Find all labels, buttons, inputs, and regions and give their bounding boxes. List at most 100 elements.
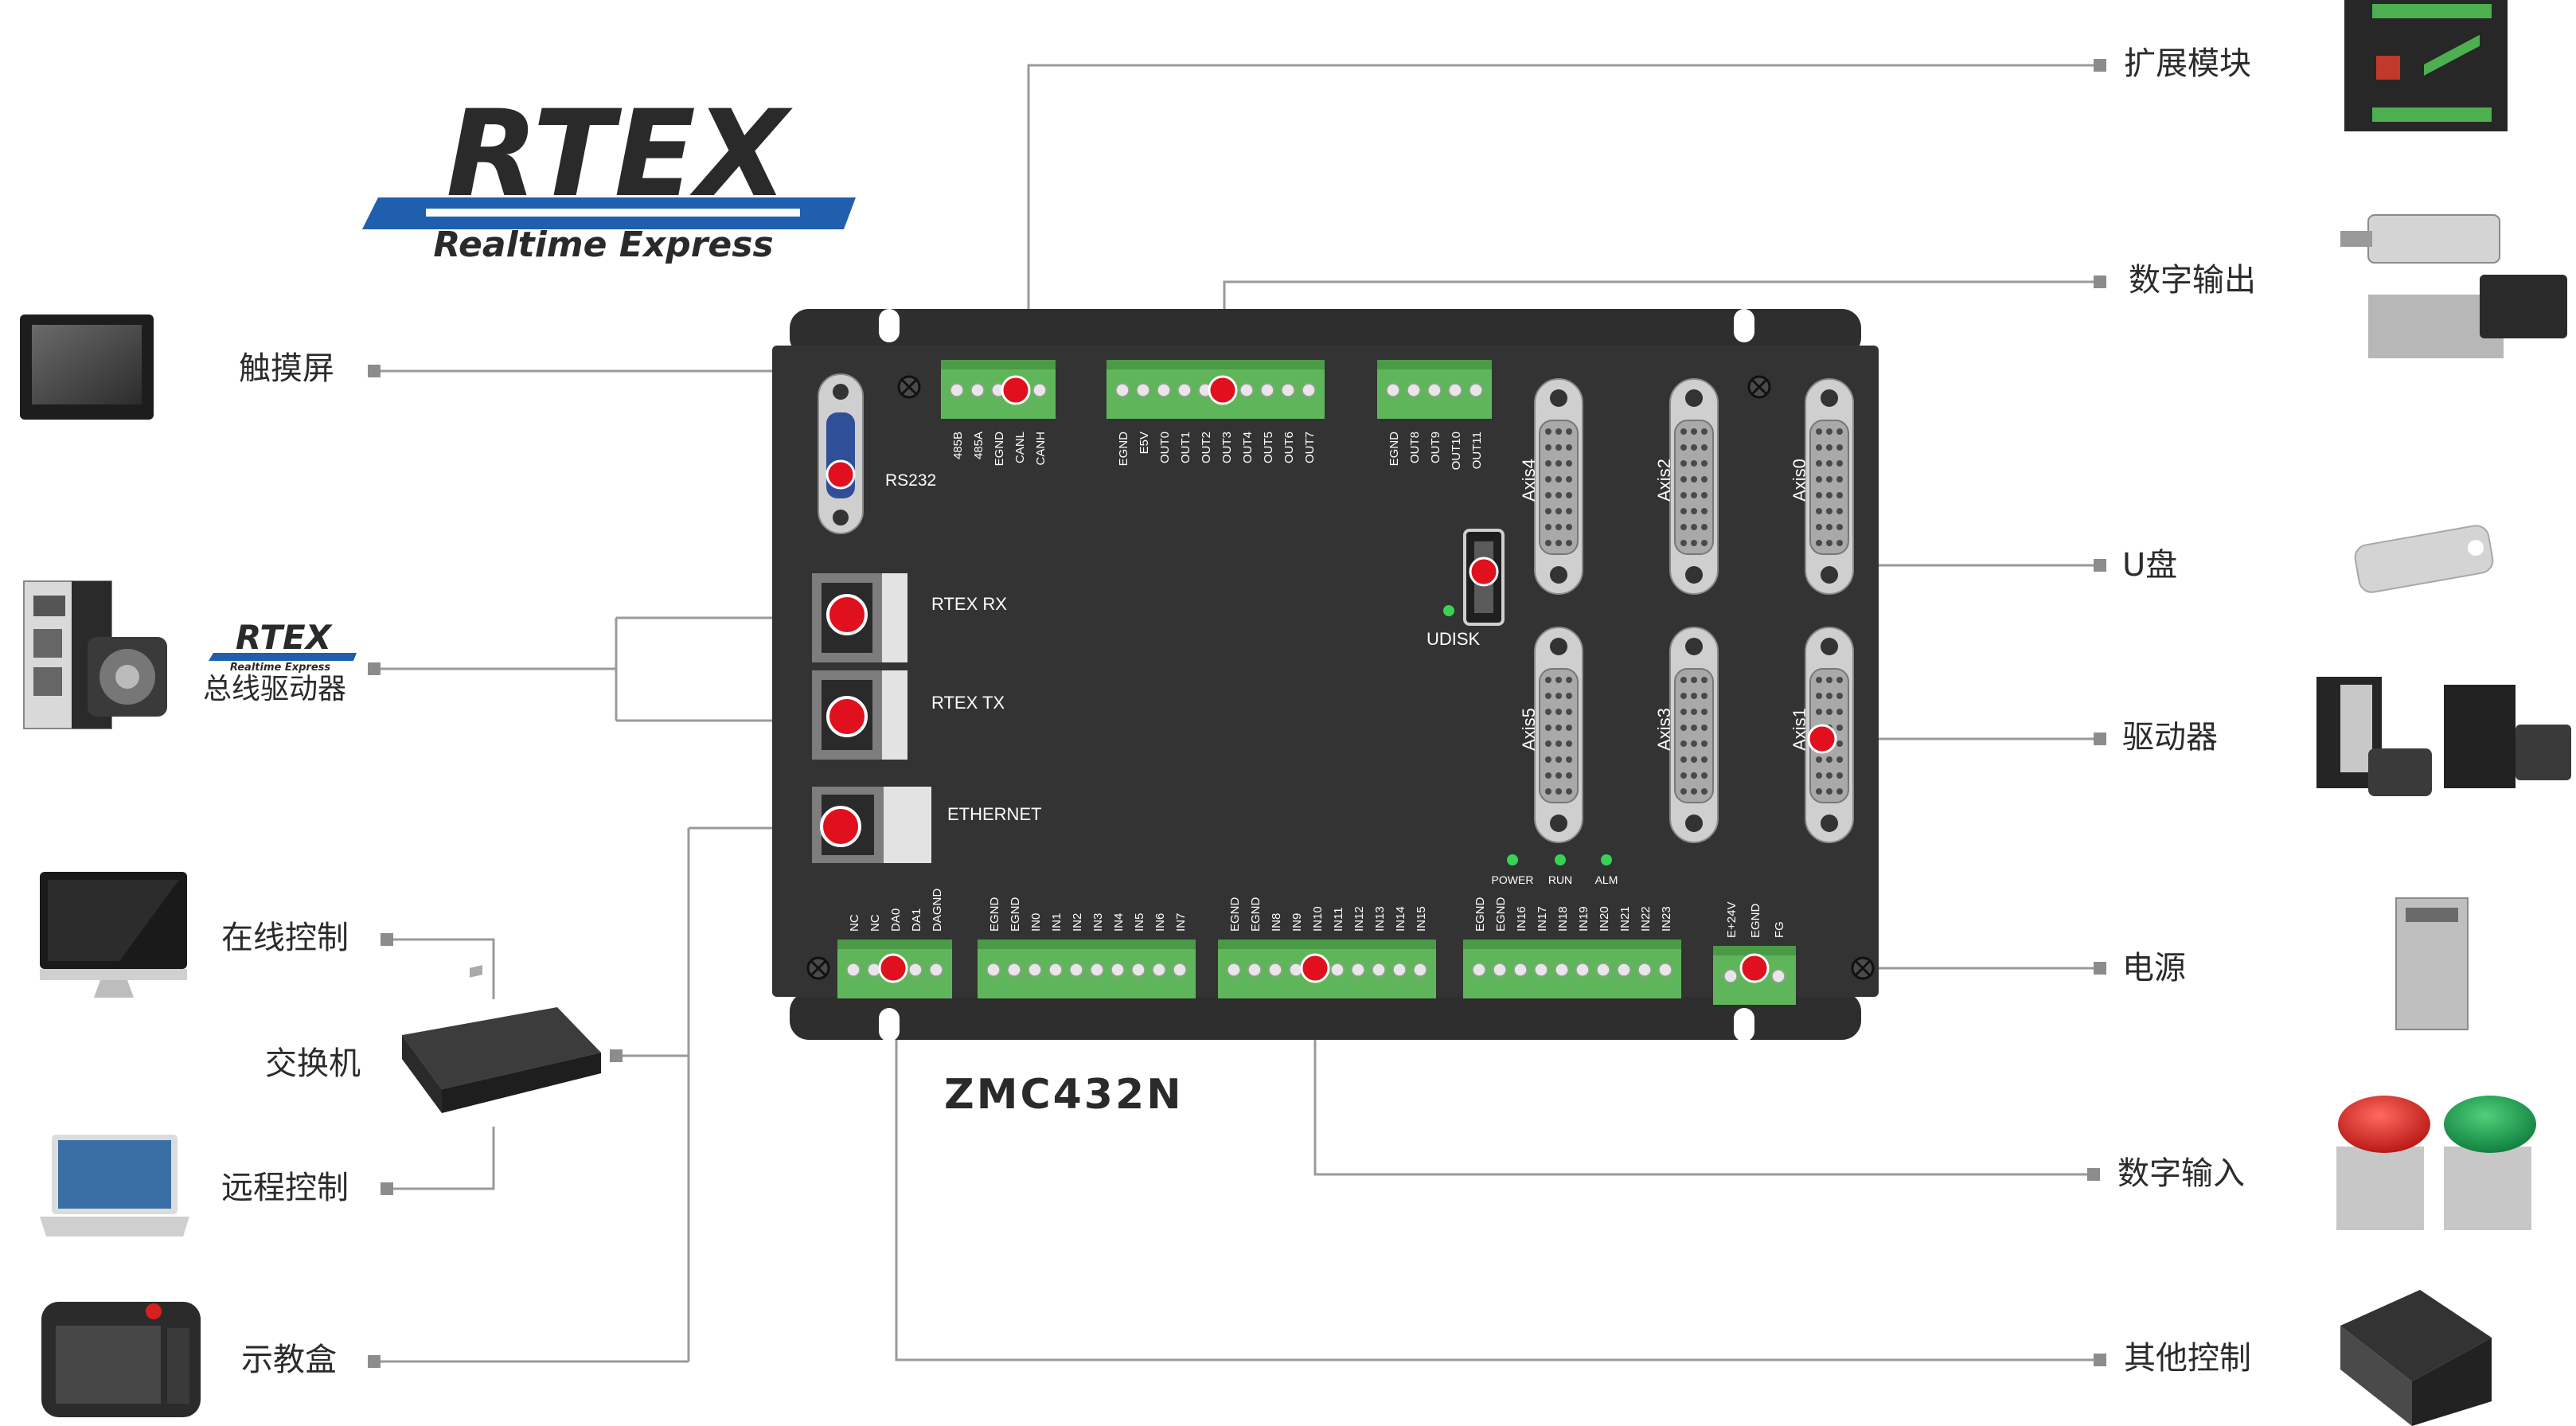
terminal-label: IN0	[1029, 913, 1043, 932]
terminal-label: IN20	[1598, 906, 1611, 932]
terminal-screw[interactable]	[908, 963, 923, 977]
touch-screen-label: 触摸屏	[239, 350, 334, 387]
terminal-screw[interactable]	[1260, 383, 1274, 397]
terminal-label: DAGND	[931, 889, 944, 932]
axis-connector-1[interactable]	[1534, 378, 1583, 595]
terminal-screw[interactable]	[1427, 383, 1442, 397]
terminal-screw[interactable]	[1534, 963, 1548, 977]
bottom-mounting-flange	[790, 992, 1861, 1040]
top-mounting-flange	[790, 309, 1861, 357]
terminal-screw[interactable]	[1637, 963, 1652, 977]
rtex-rx-port[interactable]	[812, 573, 907, 662]
axis-connector-2[interactable]	[1669, 378, 1719, 595]
terminal-label: CANH	[1034, 432, 1048, 466]
axis-connector-4[interactable]	[1534, 627, 1583, 843]
ethernet-label: ETHERNET	[947, 804, 1042, 824]
terminal-screw[interactable]	[1596, 963, 1610, 977]
terminal-screw[interactable]	[970, 383, 985, 397]
line-expansion	[1027, 64, 2102, 387]
terminal-screw[interactable]	[1131, 963, 1146, 977]
terminal-screw[interactable]	[1032, 383, 1047, 397]
terminal-label: IN13	[1373, 906, 1387, 932]
axis-label: Axis5	[1519, 708, 1539, 751]
udisk-led	[1443, 605, 1454, 616]
terminal-screw[interactable]	[1227, 963, 1241, 977]
terminal-screw[interactable]	[1281, 383, 1295, 397]
terminal-screw[interactable]	[1771, 969, 1786, 983]
terminal-screw[interactable]	[986, 963, 1001, 977]
terminal-label: EGND	[1473, 897, 1487, 932]
terminal-label: IN21	[1618, 906, 1632, 932]
terminal-label: OUT1	[1179, 432, 1192, 463]
terminal-label: EGND	[1388, 432, 1401, 467]
terminal-label: EGND	[1117, 432, 1130, 467]
terminal-label: OUT5	[1262, 432, 1275, 463]
terminal-screw[interactable]	[950, 383, 964, 397]
terminal-screw[interactable]	[1289, 963, 1303, 977]
terminal-screw[interactable]	[1575, 963, 1590, 977]
axis-label: Axis4	[1519, 459, 1539, 502]
terminal-screw[interactable]	[1330, 963, 1345, 977]
terminal-screw[interactable]	[1448, 383, 1462, 397]
terminal-label: OUT4	[1241, 432, 1255, 463]
terminal-screw[interactable]	[1115, 383, 1130, 397]
terminal-screw[interactable]	[1555, 963, 1569, 977]
terminal-screw[interactable]	[1407, 383, 1421, 397]
udisk-label: U盘	[2122, 547, 2178, 584]
terminal-label: OUT10	[1450, 432, 1463, 470]
terminal-label: IN18	[1556, 906, 1570, 932]
terminal-label: OUT3	[1220, 432, 1234, 463]
terminal-screw[interactable]	[1268, 963, 1282, 977]
terminal-screw[interactable]	[1048, 963, 1063, 977]
terminal-screw[interactable]	[1658, 963, 1672, 977]
rtex-tx-port[interactable]	[812, 670, 907, 760]
udisk-port[interactable]	[1463, 529, 1505, 626]
terminal-screw[interactable]	[1617, 963, 1631, 977]
remote-control-label: 远程控制	[221, 1170, 349, 1206]
terminal-screw[interactable]	[1152, 963, 1166, 977]
touch-screen-illustration	[20, 315, 154, 420]
terminal-screw[interactable]	[1110, 963, 1125, 977]
terminal-screw[interactable]	[1177, 383, 1192, 397]
line-switch	[381, 826, 842, 1363]
axis-connector-5[interactable]	[1669, 627, 1719, 843]
terminal-screw[interactable]	[1513, 963, 1528, 977]
terminal-label: EGND	[1228, 897, 1242, 932]
udisk-port-label: UDISK	[1427, 629, 1481, 649]
rtex-rx-label: RTEX RX	[931, 594, 1007, 614]
terminal-screw[interactable]	[1386, 383, 1400, 397]
terminal-screw[interactable]	[1090, 963, 1104, 977]
terminal-screw[interactable]	[1173, 963, 1187, 977]
small-logo-tagline: Realtime Express	[230, 662, 331, 674]
axis-connector-3[interactable]	[1805, 378, 1854, 595]
rs232-port[interactable]	[818, 373, 864, 534]
terminal-screw[interactable]	[1351, 963, 1365, 977]
terminal-screw[interactable]	[1247, 963, 1262, 977]
terminal-screw[interactable]	[1007, 963, 1021, 977]
terminal-screw[interactable]	[1472, 963, 1486, 977]
terminal-label: OUT6	[1282, 432, 1296, 463]
terminal-label: OUT9	[1429, 432, 1442, 463]
terminal-screw[interactable]	[1493, 963, 1507, 977]
terminal-screw[interactable]	[1028, 963, 1042, 977]
terminal-screw[interactable]	[1392, 963, 1407, 977]
terminal-screw[interactable]	[1469, 383, 1483, 397]
terminal-screw[interactable]	[1239, 383, 1254, 397]
terminal-screw[interactable]	[1302, 383, 1316, 397]
small-logo-brand: RTEX	[236, 618, 334, 657]
terminal-label: IN9	[1290, 913, 1304, 932]
terminal-screw[interactable]	[1069, 963, 1083, 977]
terminal-screw[interactable]	[1723, 969, 1738, 983]
terminal-screw[interactable]	[1157, 383, 1171, 397]
terminal-label: IN15	[1415, 906, 1428, 932]
terminal-screw[interactable]	[846, 963, 861, 977]
ethernet-port[interactable]	[812, 787, 931, 863]
terminal-screw[interactable]	[1136, 383, 1150, 397]
terminal-screw[interactable]	[1372, 963, 1386, 977]
terminal-screw[interactable]	[929, 963, 943, 977]
terminal-screw[interactable]	[867, 963, 881, 977]
terminal-screw[interactable]	[1413, 963, 1427, 977]
terminal-label: IN17	[1536, 906, 1549, 932]
